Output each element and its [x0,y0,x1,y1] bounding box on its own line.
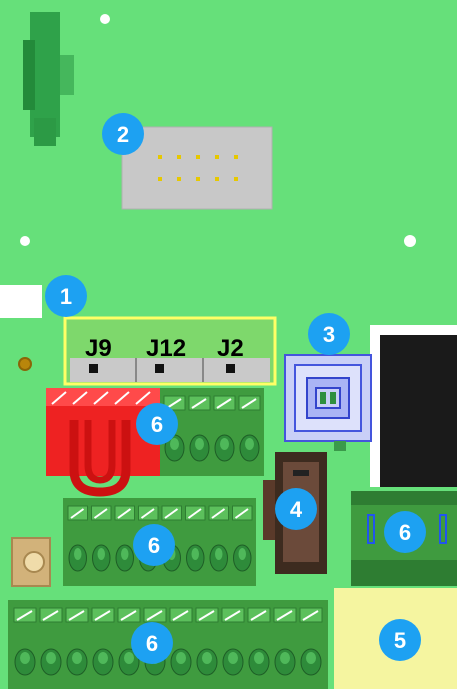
ribbon-pin [234,155,238,159]
callout-number: 6 [148,533,160,558]
jumper-pin-j12 [155,364,164,373]
callout-3: 3 [308,313,350,355]
ribbon-pin [215,155,219,159]
callout-number: 5 [394,628,406,653]
callout-6b: 6 [384,511,426,553]
callout-6d: 6 [131,622,173,664]
brass-standoff [19,358,31,370]
ribbon-header [122,127,272,209]
ribbon-pin [177,155,181,159]
callout-2: 2 [102,113,144,155]
callout-6c: 6 [133,524,175,566]
mounting-hole [20,236,30,246]
jumper-pin-j2 [226,364,235,373]
ribbon-pin [215,177,219,181]
mounting-hole [100,14,110,24]
callout-number: 4 [290,497,303,522]
callout-number: 6 [151,412,163,437]
ribbon-pin [158,177,162,181]
ribbon-pin [158,155,162,159]
power-module [370,325,457,487]
usb-b-port [285,355,371,451]
header-label-j12: J12 [146,335,186,362]
header-label-j9: J9 [85,335,112,362]
callout-4: 4 [275,488,317,530]
mounting-hole [404,235,416,247]
callout-6a: 6 [136,403,178,445]
callout-number: 1 [60,284,72,309]
ribbon-pin [234,177,238,181]
ribbon-pin [177,177,181,181]
callout-number: 6 [399,520,411,545]
callout-number: 3 [323,322,335,347]
ribbon-pin [196,177,200,181]
header-label-j2: J2 [217,335,244,362]
callout-number: 2 [117,122,129,147]
callout-number: 6 [146,631,158,656]
jumper-pin-j9 [89,364,98,373]
jumper-header-block: J9 J12 J2 [65,318,275,384]
brass-pad [12,538,50,586]
board-notch [0,285,42,318]
ribbon-pin [196,155,200,159]
callout-1: 1 [45,275,87,317]
callout-5: 5 [379,619,421,661]
